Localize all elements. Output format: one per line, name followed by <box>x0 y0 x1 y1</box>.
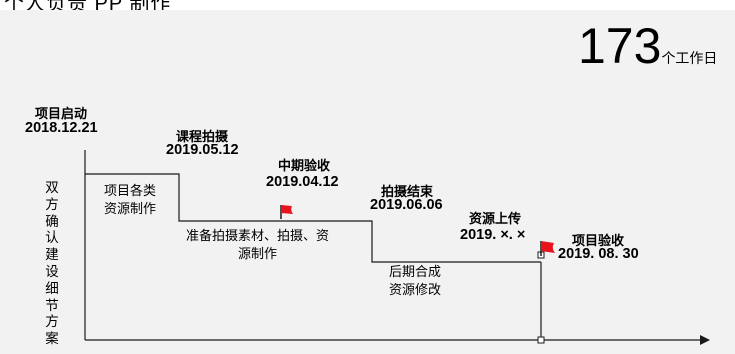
days-unit: 个工作日 <box>661 50 718 66</box>
task-line: 项目各类 <box>104 183 157 198</box>
task-line: 源制作 <box>238 246 278 261</box>
milestone-date: 2018.12.21 <box>25 120 98 136</box>
final-marker-bottom <box>537 336 545 344</box>
task-line: 资源制作 <box>104 201 157 216</box>
milestone-date: 2019.04.12 <box>266 174 339 190</box>
milestone-name: 拍摄结束 <box>381 184 434 199</box>
milestone-date: 2019. 08. 30 <box>558 246 639 262</box>
task-line: 准备拍摄素材、拍摄、资 <box>186 228 330 243</box>
task-line: 后期合成 <box>389 264 442 279</box>
days-number: 173 <box>578 18 662 74</box>
milestone-date: 2019.05.12 <box>166 142 239 158</box>
flag-icon <box>540 241 555 256</box>
flag-icon <box>280 205 293 219</box>
task-label: 准备拍摄素材、拍摄、资 源制作 <box>186 227 329 263</box>
milestone-date: 2019.06.06 <box>370 197 443 213</box>
milestone-name: 课程拍摄 <box>176 129 229 144</box>
task-label: 后期合成 资源修改 <box>389 263 441 299</box>
milestone-date: 2019. ×. × <box>460 227 526 243</box>
milestone-name: 中期验收 <box>278 158 331 173</box>
milestone-name: 项目验收 <box>572 233 625 248</box>
task-line: 资源修改 <box>389 282 442 297</box>
side-label: 双方确认建设细节方案 <box>45 180 59 347</box>
milestone-name: 资源上传 <box>469 211 522 226</box>
axis-arrowhead <box>700 335 710 345</box>
task-label: 项目各类 资源制作 <box>104 182 156 218</box>
timeline-panel <box>0 10 735 354</box>
workday-count: 173个工作日 <box>578 21 717 71</box>
milestone-name: 项目启动 <box>35 106 88 121</box>
